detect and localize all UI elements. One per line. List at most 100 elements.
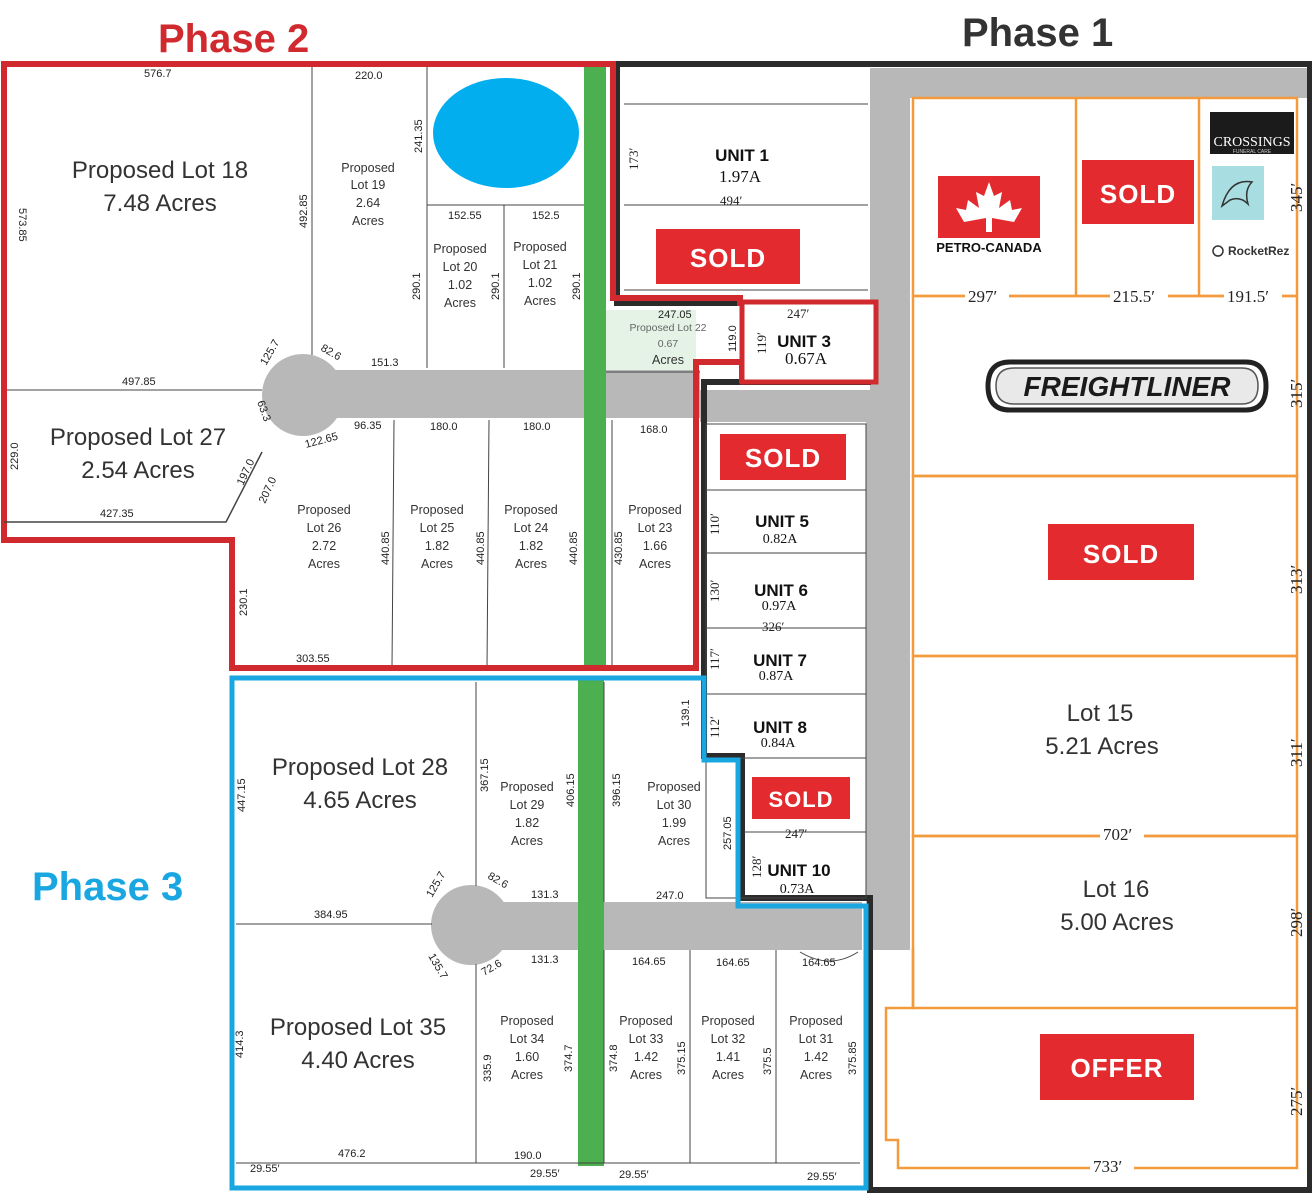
svg-text:SOLD: SOLD — [745, 443, 821, 473]
svg-text:0.97A: 0.97A — [762, 599, 798, 614]
svg-text:1.02: 1.02 — [528, 276, 552, 290]
unit-5: UNIT 5 0.82A — [755, 512, 809, 547]
svg-text:164.65: 164.65 — [802, 957, 836, 969]
lot-33: Proposed Lot 33 1.42 Acres — [619, 1014, 673, 1082]
rocketrez-logo: RocketRez — [1212, 244, 1289, 258]
svg-text:Proposed: Proposed — [500, 780, 554, 794]
svg-text:374.7: 374.7 — [563, 1044, 575, 1072]
sold-badge-lot12: SOLD — [1082, 160, 1194, 224]
svg-text:168.0: 168.0 — [640, 424, 668, 436]
svg-text:Proposed Lot 22: Proposed Lot 22 — [629, 322, 706, 334]
svg-text:UNIT 1: UNIT 1 — [715, 146, 769, 165]
svg-text:Acres: Acres — [524, 294, 556, 308]
unit-7: UNIT 7 0.87A — [753, 651, 807, 684]
svg-text:1.82: 1.82 — [425, 539, 449, 553]
svg-text:112′: 112′ — [707, 716, 722, 738]
svg-text:Acres: Acres — [630, 1068, 662, 1082]
lot-25: Proposed Lot 25 1.82 Acres — [410, 503, 464, 571]
svg-text:315′: 315′ — [1287, 379, 1306, 408]
svg-text:191.5′: 191.5′ — [1227, 287, 1269, 306]
svg-text:1.97A: 1.97A — [719, 167, 762, 186]
svg-text:733′: 733′ — [1093, 1157, 1122, 1176]
freightliner-logo: FREIGHTLINER — [985, 359, 1269, 413]
svg-text:128′: 128′ — [749, 856, 764, 879]
lot-27: Proposed Lot 27 2.54 Acres — [50, 424, 226, 484]
svg-text:UNIT 5: UNIT 5 — [755, 512, 809, 531]
svg-text:4.65 Acres: 4.65 Acres — [303, 787, 416, 814]
svg-text:241.35: 241.35 — [413, 119, 425, 153]
svg-text:1.99: 1.99 — [662, 816, 686, 830]
svg-text:RocketRez: RocketRez — [1228, 244, 1289, 258]
svg-text:Lot 25: Lot 25 — [420, 521, 455, 535]
svg-text:OFFER: OFFER — [1070, 1053, 1163, 1083]
lot-35: Proposed Lot 35 4.40 Acres — [270, 1014, 446, 1074]
svg-text:702′: 702′ — [1103, 825, 1132, 844]
svg-text:119.0: 119.0 — [727, 325, 739, 352]
lot-21: Proposed Lot 21 1.02 Acres — [513, 240, 567, 308]
phase-1-title: Phase 1 — [962, 11, 1113, 55]
svg-text:1.66: 1.66 — [643, 539, 667, 553]
lot-16: Lot 16 5.00 Acres — [1060, 876, 1173, 936]
svg-text:Lot 30: Lot 30 — [657, 798, 692, 812]
svg-text:1.41: 1.41 — [716, 1050, 740, 1064]
svg-text:335.9: 335.9 — [482, 1054, 494, 1082]
lot-28: Proposed Lot 28 4.65 Acres — [272, 754, 448, 814]
svg-text:476.2: 476.2 — [338, 1148, 366, 1160]
dimension-labels-phase-2: 576.7 220.0 573.85 241.35 492.85 152.55 … — [9, 68, 739, 665]
svg-text:Lot 20: Lot 20 — [443, 260, 478, 274]
crossings-logo: CROSSINGS FUNERAL CARE — [1210, 112, 1294, 155]
svg-text:SOLD: SOLD — [1100, 179, 1176, 209]
svg-text:119′: 119′ — [754, 332, 769, 354]
pond — [433, 78, 579, 188]
svg-text:29.55′: 29.55′ — [807, 1171, 837, 1183]
svg-text:CROSSINGS: CROSSINGS — [1213, 135, 1290, 150]
unit-3: UNIT 3 0.67A — [777, 332, 831, 368]
svg-text:UNIT 10: UNIT 10 — [767, 861, 830, 880]
phase-3-area — [229, 675, 869, 1191]
svg-text:430.85: 430.85 — [613, 531, 625, 565]
svg-text:5.21 Acres: 5.21 Acres — [1045, 733, 1158, 760]
svg-text:180.0: 180.0 — [523, 421, 551, 433]
lot-24: Proposed Lot 24 1.82 Acres — [504, 503, 558, 571]
lot-23: Proposed Lot 23 1.66 Acres — [628, 503, 682, 571]
svg-text:151.3: 151.3 — [371, 357, 399, 369]
lot-19: Proposed Lot 19 2.64 Acres — [341, 161, 395, 228]
sold-badge-unit2: SOLD — [656, 229, 800, 284]
dimension-labels-units: 173′ 494′ 247′ 119′ 110′ 130′ 326′ 117′ … — [626, 148, 810, 879]
svg-text:440.85: 440.85 — [475, 531, 487, 565]
svg-text:152.5: 152.5 — [532, 210, 560, 222]
svg-text:PETRO-CANADA: PETRO-CANADA — [936, 240, 1042, 255]
svg-text:207.0: 207.0 — [257, 475, 280, 505]
svg-text:275′: 275′ — [1287, 1087, 1306, 1116]
svg-text:117′: 117′ — [707, 648, 722, 670]
unit-1: UNIT 1 1.97A — [715, 146, 769, 186]
svg-text:1.82: 1.82 — [515, 816, 539, 830]
unit-6: UNIT 6 0.97A — [754, 581, 808, 614]
svg-text:Lot 34: Lot 34 — [510, 1032, 545, 1046]
svg-text:1.42: 1.42 — [804, 1050, 828, 1064]
svg-text:Acres: Acres — [511, 1068, 543, 1082]
svg-text:FUNERAL CARE: FUNERAL CARE — [1233, 149, 1272, 155]
svg-text:Proposed: Proposed — [701, 1014, 755, 1028]
svg-text:440.85: 440.85 — [568, 531, 580, 565]
lot-15: Lot 15 5.21 Acres — [1045, 700, 1158, 760]
svg-text:384.95: 384.95 — [314, 909, 348, 921]
svg-text:5.00 Acres: 5.00 Acres — [1060, 909, 1173, 936]
svg-text:290.1: 290.1 — [411, 272, 423, 300]
svg-text:UNIT 7: UNIT 7 — [753, 651, 807, 670]
dimension-labels-orange-lots: 297′ 215.5′ 191.5′ 345′ 315′ 313′ 311′ 7… — [965, 183, 1306, 1176]
lot-29: Proposed Lot 29 1.82 Acres — [500, 780, 554, 848]
svg-text:492.85: 492.85 — [298, 194, 310, 228]
svg-text:1.60: 1.60 — [515, 1050, 539, 1064]
svg-text:576.7: 576.7 — [144, 68, 172, 80]
sold-badge-unit9: SOLD — [752, 777, 850, 819]
svg-text:247′: 247′ — [787, 306, 810, 321]
offer-badge-lot17: OFFER — [1040, 1034, 1194, 1100]
svg-text:290.1: 290.1 — [490, 272, 502, 300]
svg-text:Proposed: Proposed — [647, 780, 701, 794]
lot-18: Proposed Lot 18 7.48 Acres — [72, 157, 248, 217]
svg-text:Proposed Lot 35: Proposed Lot 35 — [270, 1014, 446, 1041]
svg-text:Proposed: Proposed — [433, 242, 487, 256]
svg-text:1.02: 1.02 — [448, 278, 472, 292]
